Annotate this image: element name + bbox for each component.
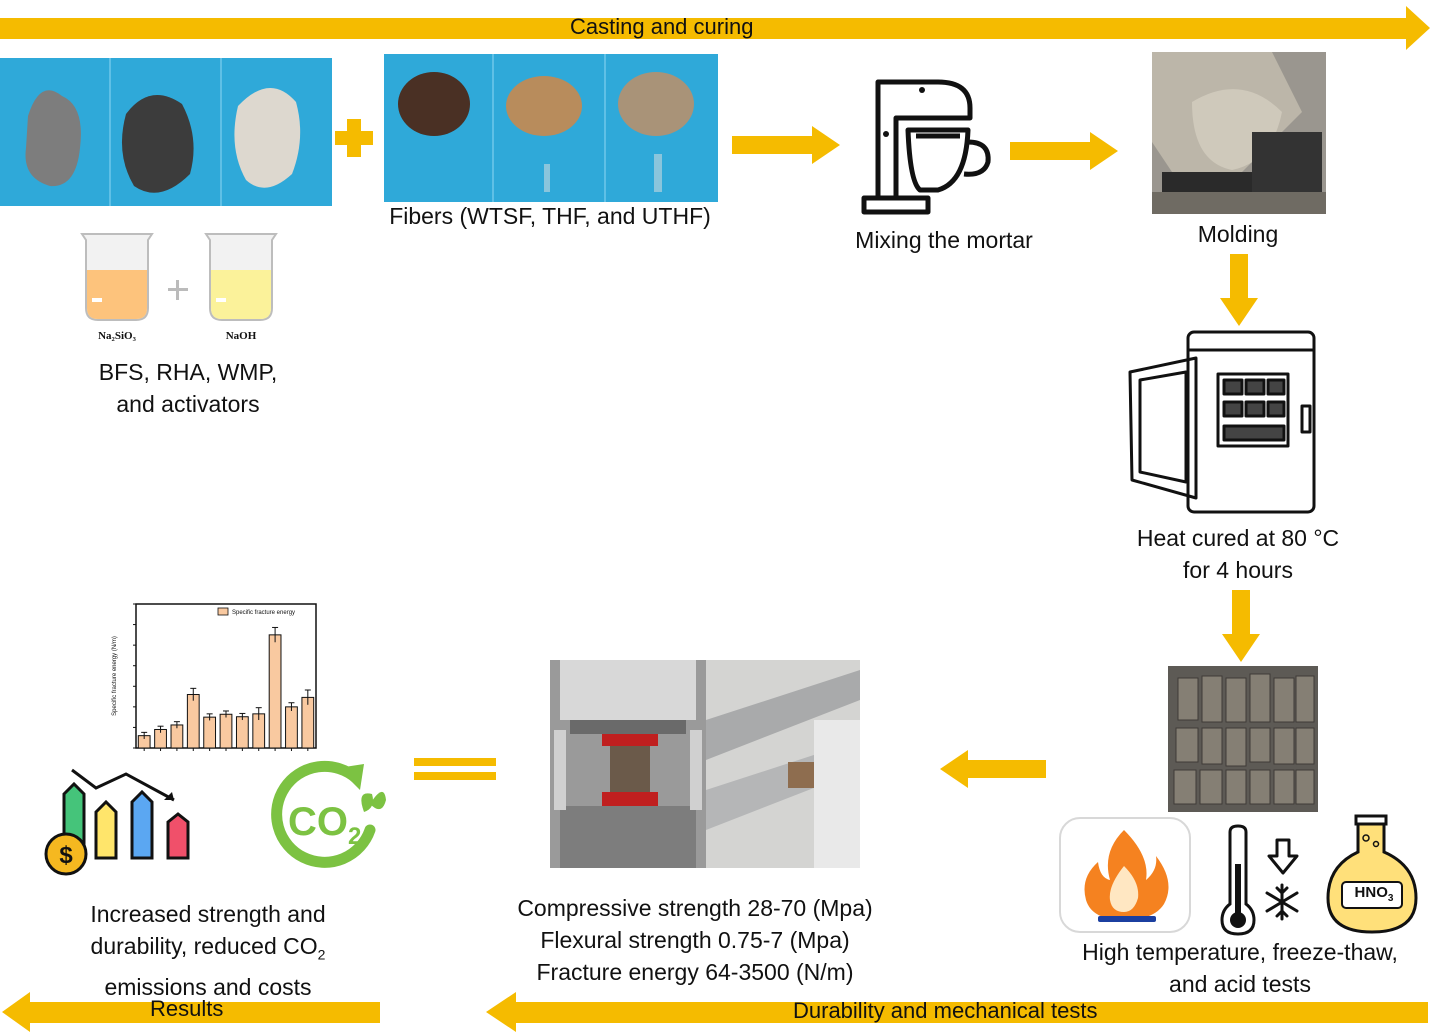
co2-icon-text: CO2 [288,800,361,851]
binders-label: BFS, RHA, WMP, and activators [60,356,316,420]
snowflake-icon [1265,883,1299,921]
plus-icon [335,119,373,157]
mixing-label: Mixing the mortar [855,227,1033,253]
molding-label: Molding [1197,221,1279,247]
specimens-photo [1168,666,1318,812]
thermometer-icon [1220,824,1256,936]
binder-materials-photo [0,58,332,206]
sodium-hydroxide-beaker-icon [204,233,278,321]
mechanical-label: Compressive strength 28-70 (Mpa) Flexura… [486,892,904,988]
chart-bar [186,694,200,749]
durability-line2: and acid tests [1169,971,1311,997]
heat-cure-line1: Heat cured at 80 °C [1136,525,1340,551]
arrow-right-2 [1010,132,1118,170]
results-line2: durability, reduced CO2 [50,930,366,971]
top-banner-label: Casting and curing [570,14,754,39]
results-banner-arrow [2,992,380,1032]
tests-banner-label: Durability and mechanical tests [793,998,1098,1023]
chart-bar [219,713,233,749]
binders-label-line1: BFS, RHA, WMP, [98,359,278,385]
sodium-silicate-beaker-icon [80,233,154,321]
chart-bar [301,696,315,749]
results-line1: Increased strength and [90,901,326,927]
chart-bar [268,634,282,749]
mechanical-line2: Flexural strength 0.75-7 (Mpa) [540,927,850,953]
testing-machine-photo [550,660,860,868]
chart-bar [170,724,184,749]
co2-icon-sub: 2 [348,823,362,850]
chart-legend-label: Specific fracture energy [232,610,295,616]
equals-icon [414,758,496,780]
arrow-right-1 [732,126,840,164]
durability-line1: High temperature, freeze-thaw, [1082,939,1398,965]
durability-label: High temperature, freeze-thaw, and acid … [1050,936,1430,1000]
sodium-hydroxide-label: NaOH [225,330,257,342]
top-banner-arrow [0,6,1430,50]
svg-text:$: $ [59,842,73,869]
chart-bar [285,706,298,749]
arrow-down-2 [1222,590,1260,662]
fire-icon [1059,817,1191,933]
stand-mixer-icon [861,79,991,215]
fibers-label: Fibers (WTSF, THF, and UTHF) [389,203,711,229]
results-label: Increased strength and durability, reduc… [50,898,366,1003]
chart-y-label: Specific fracture energy (N/m) [112,636,118,716]
acid-formula-text: HNO [1354,884,1388,901]
heat-cure-label: Heat cured at 80 °C for 4 hours [1110,522,1366,586]
arrow-down-1 [1220,254,1258,326]
chart-bar [235,716,249,749]
results-line3: emissions and costs [104,973,312,1000]
results-line2-sub: 2 [317,946,326,963]
chart-legend-swatch [217,607,229,616]
acid-formula-sub: 3 [1387,893,1394,904]
curing-oven-icon [1128,330,1316,514]
results-line2-text: durability, reduced CO [90,933,318,959]
fracture-energy-chart: Specific fracture energy (N/m) Specific f… [112,603,317,751]
acid-formula-label: HNO3 [1346,884,1402,904]
fibers-photo [384,54,718,202]
binders-label-line2: and activators [116,391,260,417]
molding-photo [1152,52,1326,214]
tests-banner-arrow [486,992,1428,1032]
cost-reduction-bars-icon: $ [44,768,190,876]
mechanical-line3: Fracture energy 64-3500 (N/m) [536,959,854,985]
chart-bar [203,716,217,749]
mechanical-line1: Compressive strength 28-70 (Mpa) [517,895,873,921]
sodium-silicate-label: Na₂SiO₃ [98,330,136,342]
co2-reduction-icon [271,760,386,868]
down-arrow-outline-icon [1267,838,1299,875]
heat-cure-line2: for 4 hours [1183,557,1293,583]
arrow-left-1 [940,750,1046,788]
co2-icon-main: CO [288,800,348,844]
acid-flask-icon [1326,814,1418,934]
plus-small-icon [168,280,188,300]
results-banner-label: Results [150,996,224,1021]
